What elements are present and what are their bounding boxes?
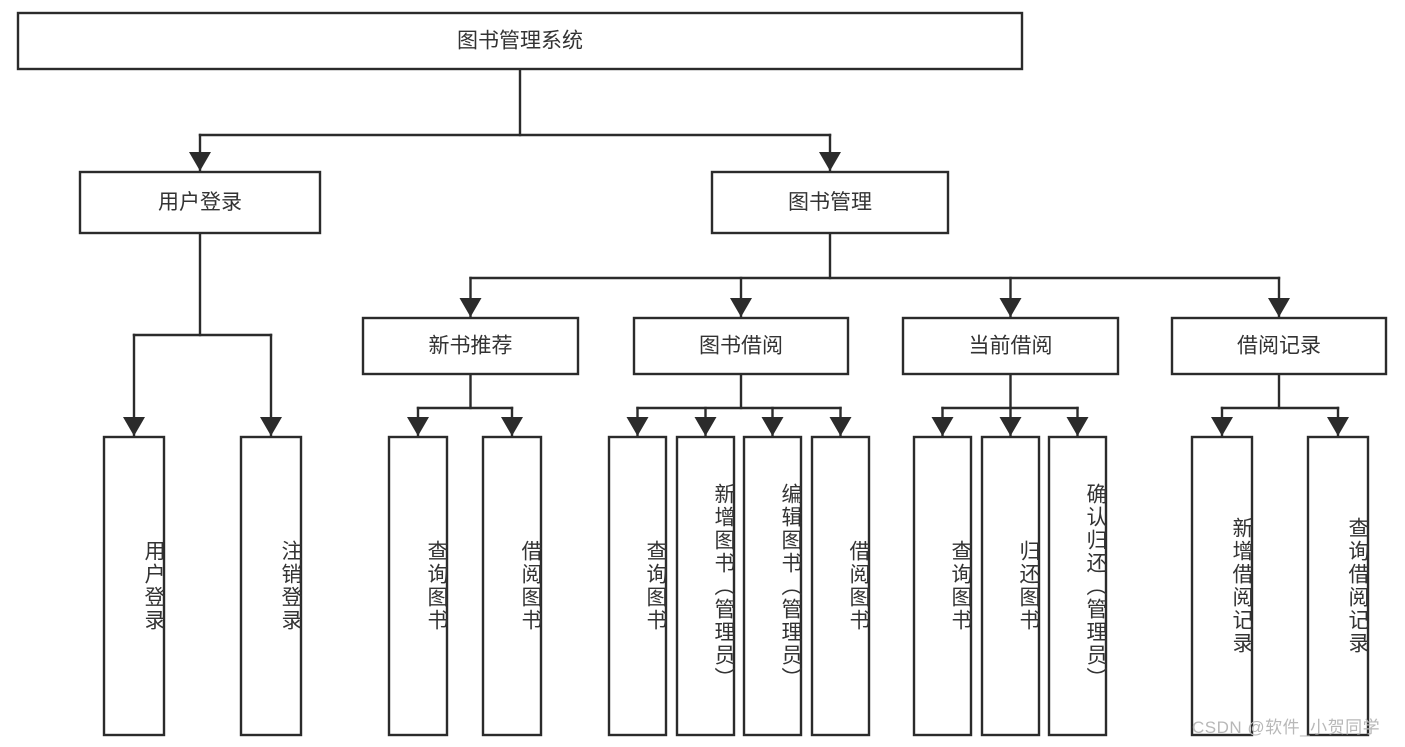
node-box-layer bbox=[16, 11, 1388, 737]
arrowhead-user-login bbox=[189, 152, 211, 171]
arrowhead-leaf-borrow-book-1 bbox=[501, 417, 523, 436]
node-box-leaf-query-book-1 bbox=[387, 435, 449, 737]
node-box-leaf-edit-book bbox=[742, 435, 803, 737]
node-label-root: 图书管理系统 bbox=[457, 30, 583, 53]
arrowhead-leaf-query-book-2 bbox=[626, 417, 649, 436]
arrowhead-leaf-logout bbox=[260, 417, 282, 436]
arrowhead-leaf-add-record bbox=[1211, 417, 1233, 436]
arrowhead-book-borrow bbox=[730, 298, 752, 317]
node-box-leaf-return-book bbox=[980, 435, 1041, 737]
arrowhead-new-book-rec bbox=[459, 298, 482, 317]
arrowhead-leaf-query-record bbox=[1327, 417, 1349, 436]
arrowhead-leaf-borrow-book-2 bbox=[829, 417, 852, 436]
arrowhead-leaf-edit-book bbox=[761, 417, 784, 436]
node-box-leaf-user-login bbox=[102, 435, 166, 737]
node-box-current-borrow bbox=[901, 316, 1120, 376]
node-label-book-borrow: 图书借阅 bbox=[699, 335, 783, 358]
node-label-current-borrow: 当前借阅 bbox=[969, 335, 1053, 358]
node-label-borrow-record: 借阅记录 bbox=[1237, 335, 1321, 358]
node-box-leaf-confirm-return bbox=[1047, 435, 1108, 737]
arrowhead-layer bbox=[123, 152, 1349, 436]
node-box-leaf-logout bbox=[239, 435, 303, 737]
node-label-new-book-rec: 新书推荐 bbox=[429, 335, 513, 358]
node-box-leaf-borrow-book-1 bbox=[481, 435, 543, 737]
node-box-user-login bbox=[78, 170, 322, 235]
arrowhead-leaf-confirm-return bbox=[1066, 417, 1089, 436]
node-box-book-borrow bbox=[632, 316, 850, 376]
node-box-new-book-rec bbox=[361, 316, 580, 376]
node-box-leaf-query-book-2 bbox=[607, 435, 668, 737]
node-box-leaf-add-record bbox=[1190, 435, 1254, 737]
node-box-borrow-record bbox=[1170, 316, 1388, 376]
node-label-user-login: 用户登录 bbox=[158, 191, 242, 214]
connector-layer bbox=[132, 67, 1340, 438]
node-box-book-manage bbox=[710, 170, 950, 235]
arrowhead-leaf-query-book-1 bbox=[407, 417, 429, 436]
node-box-leaf-borrow-book-2 bbox=[810, 435, 871, 737]
node-box-leaf-query-book-3 bbox=[912, 435, 973, 737]
arrowhead-leaf-user-login bbox=[123, 417, 145, 436]
node-label-book-manage: 图书管理 bbox=[788, 191, 872, 214]
arrowhead-leaf-query-book-3 bbox=[931, 417, 954, 436]
arrowhead-borrow-record bbox=[1268, 298, 1290, 317]
node-box-leaf-add-book bbox=[675, 435, 736, 737]
node-box-root bbox=[16, 11, 1024, 71]
arrowhead-leaf-add-book bbox=[694, 417, 717, 436]
csdn-watermark: CSDN @软件_小贺同学 bbox=[1192, 718, 1381, 737]
node-box-leaf-query-record bbox=[1306, 435, 1370, 737]
arrowhead-current-borrow bbox=[999, 298, 1022, 317]
arrowhead-book-manage bbox=[819, 152, 841, 171]
arrowhead-leaf-return-book bbox=[999, 417, 1022, 436]
